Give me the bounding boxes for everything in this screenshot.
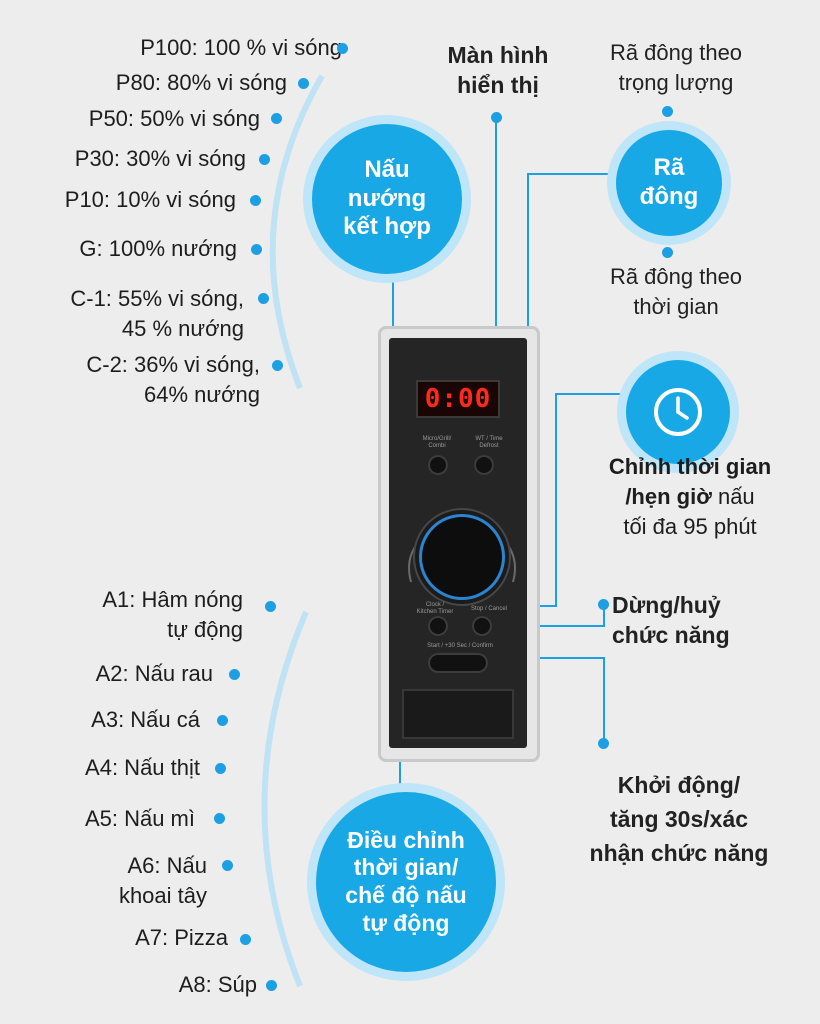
defrost-weight-label: Rã đông theo trọng lượng <box>609 40 743 95</box>
list-dot <box>229 669 240 680</box>
auto-menu-item: A7: Pizza <box>135 925 228 950</box>
auto-menu-item: A2: Nấu rau <box>95 661 213 686</box>
timer-label-bold-1: Chỉnh thời gian <box>608 454 772 479</box>
dial-bubble: Điều chỉnh thời gian/ chế độ nấu tự động <box>316 792 496 972</box>
defrost-bubble: Rã đông <box>616 130 722 236</box>
btn-lower-right-label: Stop / Cancel <box>470 606 508 612</box>
list-dot <box>337 43 348 54</box>
clock-icon <box>626 360 730 464</box>
list-dot <box>266 980 277 991</box>
combo-cooking-bubble: Nấu nướng kết hợp <box>312 124 462 274</box>
power-level-item: P80: 80% vi sóng <box>115 70 287 95</box>
defrost-weight-dot <box>662 106 673 117</box>
door-open-button[interactable] <box>402 689 514 739</box>
defrost-time-dot <box>662 247 673 258</box>
list-dot <box>250 195 261 206</box>
stop-button[interactable] <box>472 616 492 636</box>
display-dot <box>491 112 502 123</box>
clock-button[interactable] <box>428 616 448 636</box>
list-dot <box>214 813 225 824</box>
list-dot <box>271 113 282 124</box>
timer-label-tail: nấu <box>711 484 755 509</box>
list-dot <box>258 293 269 304</box>
power-level-item: G: 100% nướng <box>79 236 237 261</box>
defrost-time-label: Rã đông theo thời gian <box>609 264 743 319</box>
power-level-item: P10: 10% vi sóng <box>64 187 236 212</box>
display-screen: 0:00 <box>416 380 500 418</box>
combo-button[interactable] <box>428 455 448 475</box>
list-dot <box>222 860 233 871</box>
start-label: Khởi động/ tăng 30s/xác nhận chức năng <box>589 772 769 866</box>
start-button[interactable] <box>428 653 488 673</box>
list-dot <box>215 763 226 774</box>
timer-label: Chỉnh thời gian /hẹn giờ nấu tối đa 95 p… <box>570 452 810 542</box>
list-dot <box>265 601 276 612</box>
defrost-label: Rã đông <box>639 154 699 210</box>
display-label: Màn hình hiển thị <box>447 42 549 98</box>
combo-cooking-label: Nấu nướng kết hợp <box>343 155 431 241</box>
auto-menu-item: A1: Hâm nóng tự động <box>102 587 243 642</box>
clock-icon-glyph <box>654 388 702 436</box>
list-dot <box>298 78 309 89</box>
auto-menu-item: A6: Nấu khoai tây <box>118 853 207 908</box>
auto-menu-item: A4: Nấu thịt <box>85 755 200 780</box>
list-dot <box>272 360 283 371</box>
stop-dot <box>598 599 609 610</box>
timer-label-bold-2: /hẹn giờ <box>625 484 712 509</box>
power-level-item: P30: 30% vi sóng <box>74 146 246 171</box>
btn-lower-left-label: Clock / Kitchen Timer <box>416 602 454 615</box>
btn-right-label: WT / Time Defrost <box>475 436 503 449</box>
timer-max-label: tối đa 95 phút <box>623 514 757 539</box>
dial-label: Điều chỉnh thời gian/ chế độ nấu tự động <box>345 826 467 936</box>
dial-scale <box>408 543 516 583</box>
auto-menu-item: A8: Súp <box>178 972 257 997</box>
power-level-item: C-2: 36% vi sóng, 64% nướng <box>86 352 260 407</box>
list-dot <box>217 715 228 726</box>
list-dot <box>251 244 262 255</box>
dial-knob[interactable] <box>419 514 505 600</box>
start-dot <box>598 738 609 749</box>
list-dot <box>259 154 270 165</box>
power-levels-arc <box>269 74 325 390</box>
defrost-button[interactable] <box>474 455 494 475</box>
start-button-label: Start / +30 Sec / Confirm <box>427 643 493 649</box>
btn-left-label: Micro/Grill/ Combi <box>422 436 452 449</box>
auto-menu-item: A5: Nấu mì <box>84 806 195 831</box>
power-level-item: P100: 100 % vi sóng <box>140 35 342 60</box>
auto-menus-arc <box>261 610 309 988</box>
stop-label: Dừng/huỷ chức năng <box>612 592 730 648</box>
power-level-item: P50: 50% vi sóng <box>88 106 260 131</box>
auto-menu-item: A3: Nấu cá <box>91 707 200 732</box>
list-dot <box>240 934 251 945</box>
power-level-item: C-1: 55% vi sóng, 45 % nướng <box>70 286 244 341</box>
